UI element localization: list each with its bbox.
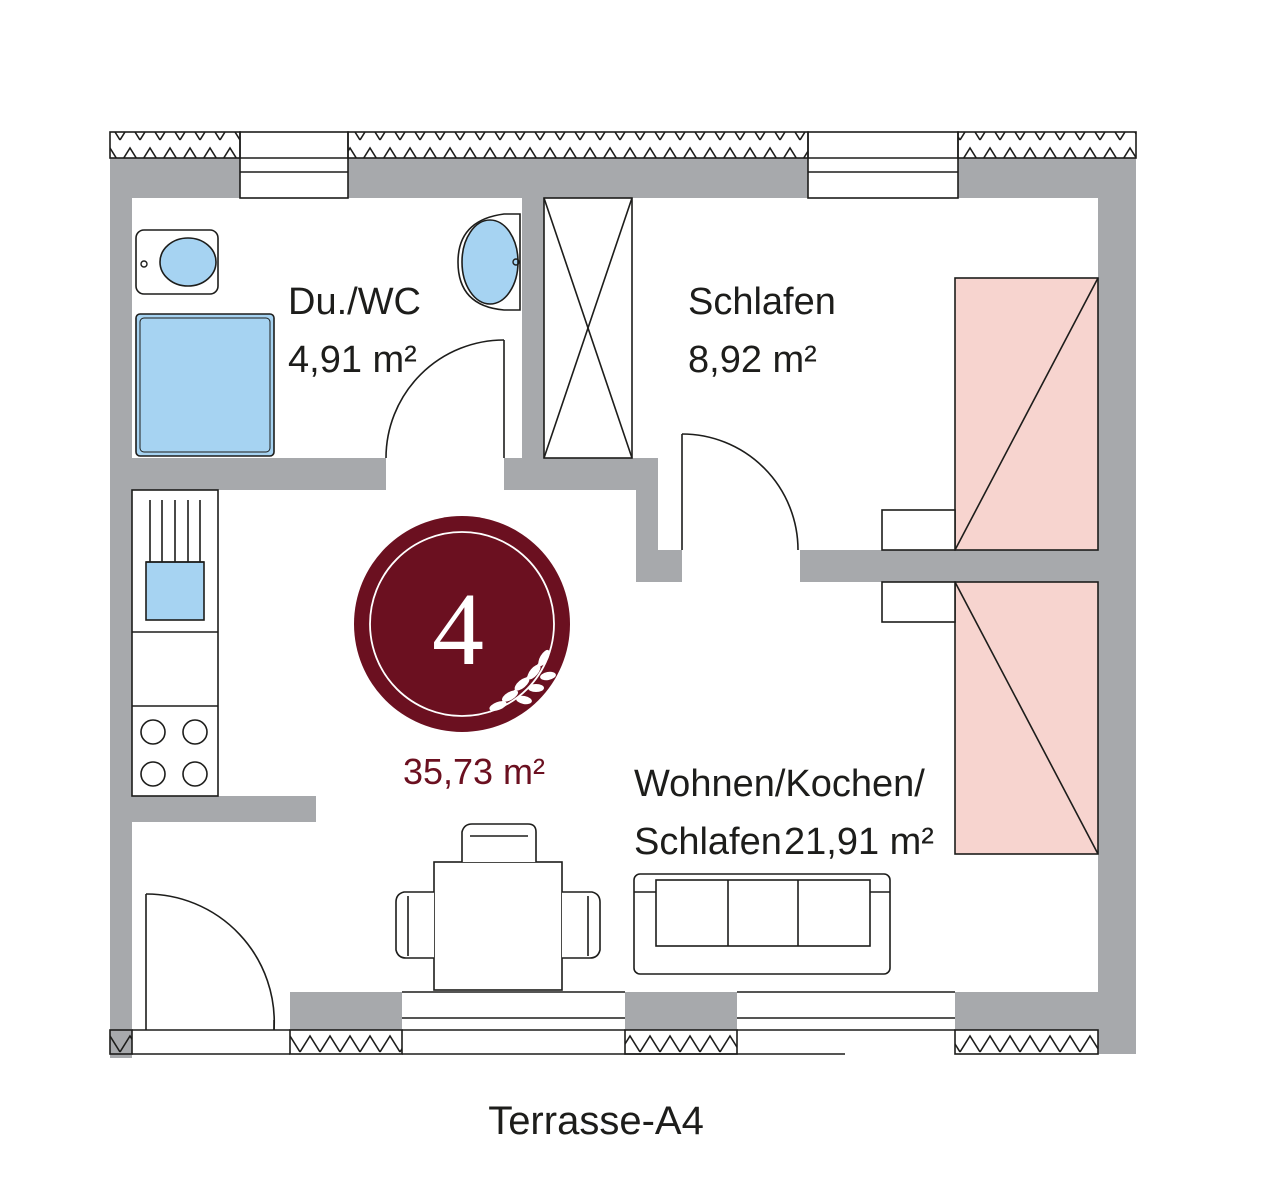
- room-label-bedroom: Schlafen 8,92 m²: [688, 281, 836, 381]
- terrace-label: Terrasse-A4: [488, 1099, 704, 1143]
- hall-wardrobe: [543, 197, 633, 459]
- wardrobes-pink: [881, 277, 1099, 855]
- room-label-bath: Du./WC 4,91 m²: [288, 281, 421, 381]
- unit-total-area: 35,73 m²: [403, 751, 545, 792]
- windows: [132, 131, 959, 1055]
- living-name-line2: Schlafen: [634, 821, 782, 863]
- kitchen-counter: [131, 489, 219, 797]
- bath-name: Du./WC: [288, 281, 421, 323]
- room-label-living: Wohnen/Kochen/ Schlafen 21,91 m²: [634, 763, 934, 863]
- unit-number: 4: [432, 572, 484, 687]
- exterior-walls: [110, 158, 1136, 1058]
- bath-area: 4,91 m²: [288, 339, 417, 381]
- bedroom-area: 8,92 m²: [688, 339, 817, 381]
- doors: [145, 339, 799, 1031]
- living-name-line1: Wohnen/Kochen/: [634, 763, 925, 805]
- unit-badge: 4: [354, 516, 570, 732]
- bathroom-fixtures: [135, 213, 521, 457]
- living-area: 21,91 m²: [784, 821, 934, 863]
- interior-walls: [132, 198, 1098, 822]
- bedroom-name: Schlafen: [688, 281, 836, 323]
- laurel-icon: [489, 649, 556, 713]
- sofa: [633, 873, 891, 975]
- dining-set: [395, 823, 601, 991]
